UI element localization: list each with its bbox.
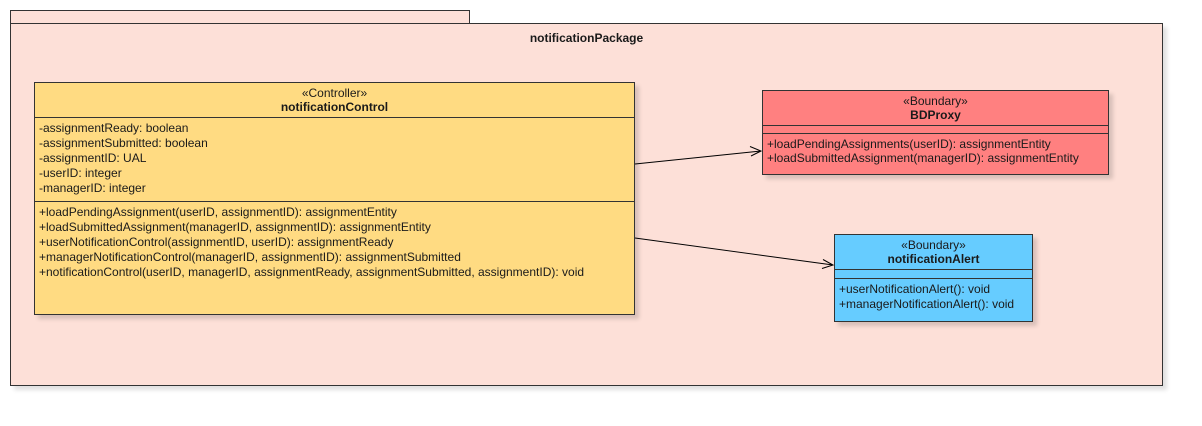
operation: +managerNotificationControl(managerID, a… bbox=[39, 250, 461, 264]
class-attributes: -assignmentReady: boolean -assignmentSub… bbox=[35, 118, 634, 202]
attribute: -assignmentReady: boolean bbox=[39, 121, 189, 135]
class-operations: +loadPendingAssignments(userID): assignm… bbox=[763, 134, 1108, 167]
class-header: «Controller» notificationControl bbox=[35, 83, 634, 118]
class-stereotype: «Boundary» bbox=[903, 94, 968, 108]
class-stereotype: «Controller» bbox=[301, 86, 368, 100]
class-name: BDProxy bbox=[910, 108, 961, 122]
operation: +loadSubmittedAssignment(managerID, assi… bbox=[39, 220, 431, 234]
class-attributes bbox=[835, 270, 1032, 279]
attribute: -managerID: integer bbox=[39, 181, 146, 195]
class-notification-alert[interactable]: «Boundary» notificationAlert +userNotifi… bbox=[834, 234, 1033, 322]
operation: +notificationControl(userID, managerID, … bbox=[39, 265, 585, 279]
class-attributes bbox=[763, 126, 1108, 134]
operation: +loadPendingAssignment(userID, assignmen… bbox=[39, 205, 397, 219]
class-operations: +loadPendingAssignment(userID, assignmen… bbox=[35, 202, 634, 282]
attribute: -assignmentID: UAL bbox=[39, 151, 147, 165]
association-control-to-bdproxy bbox=[634, 150, 762, 165]
class-header: «Boundary» notificationAlert bbox=[835, 235, 1032, 270]
attribute: -assignmentSubmitted: boolean bbox=[39, 136, 208, 150]
arrowhead-alert bbox=[821, 259, 835, 269]
operation: +userNotificationAlert(): void bbox=[839, 282, 991, 296]
operation: +loadSubmittedAssignment(managerID): ass… bbox=[767, 151, 1079, 165]
class-bdproxy[interactable]: «Boundary» BDProxy +loadPendingAssignmen… bbox=[762, 90, 1109, 175]
class-name: notificationControl bbox=[280, 100, 389, 114]
class-notification-control[interactable]: «Controller» notificationControl -assign… bbox=[34, 82, 635, 315]
package-name: notificationPackage bbox=[529, 31, 644, 45]
arrowhead-bdproxy bbox=[749, 146, 763, 157]
class-header: «Boundary» BDProxy bbox=[763, 91, 1108, 126]
operation: +loadPendingAssignments(userID): assignm… bbox=[767, 137, 1051, 151]
operation: +managerNotificationAlert(): void bbox=[839, 297, 1015, 311]
package-tab bbox=[10, 10, 470, 23]
association-control-to-alert bbox=[634, 237, 834, 266]
class-stereotype: «Boundary» bbox=[901, 238, 966, 252]
operation: +userNotificationControl(assignmentID, u… bbox=[39, 235, 394, 249]
attribute: -userID: integer bbox=[39, 166, 122, 180]
class-name: notificationAlert bbox=[887, 252, 980, 266]
class-operations: +userNotificationAlert(): void +managerN… bbox=[835, 279, 1032, 314]
